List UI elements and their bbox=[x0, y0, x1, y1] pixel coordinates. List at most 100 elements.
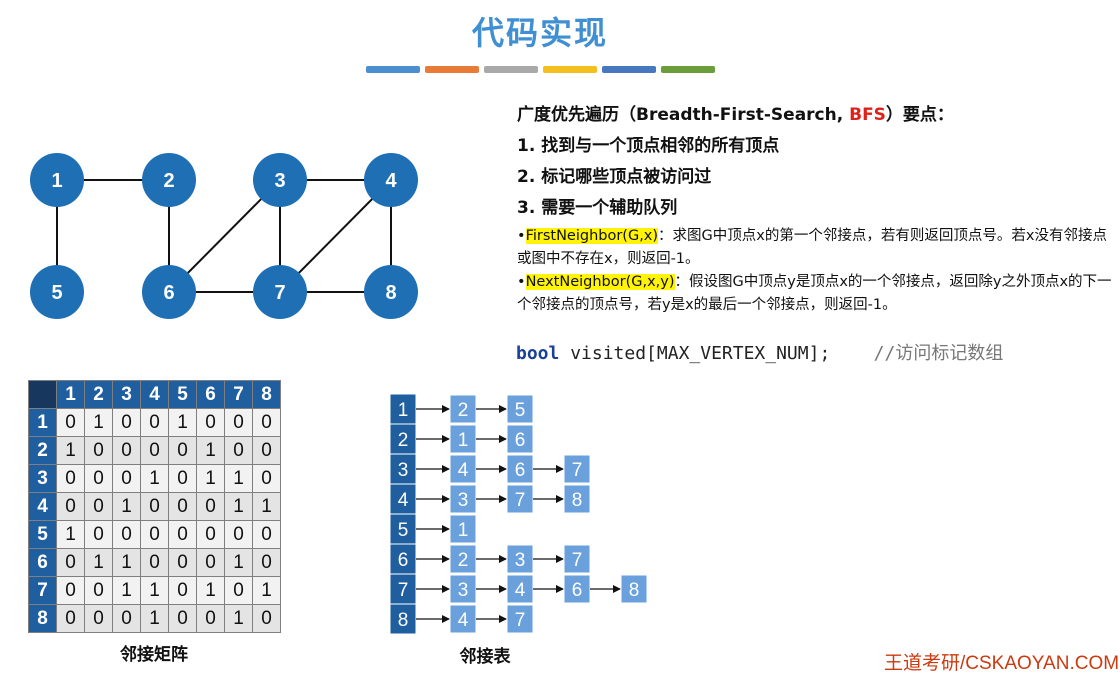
matrix-cell: 1 bbox=[168, 408, 197, 437]
bfs-abbrev: BFS bbox=[849, 105, 886, 125]
matrix-cell: 0 bbox=[252, 408, 281, 437]
matrix-cell: 0 bbox=[224, 436, 253, 465]
matrix-col-header: 5 bbox=[168, 380, 197, 409]
matrix-cell: 0 bbox=[168, 604, 197, 633]
matrix-col-header: 6 bbox=[196, 380, 225, 409]
matrix-cell: 0 bbox=[168, 520, 197, 549]
matrix-cell: 1 bbox=[140, 604, 169, 633]
matrix-cell: 0 bbox=[112, 520, 141, 549]
adjlist-head-label: 6 bbox=[398, 550, 409, 571]
matrix-cell: 1 bbox=[224, 464, 253, 493]
matrix-cell: 0 bbox=[252, 520, 281, 549]
matrix-cell: 0 bbox=[84, 464, 113, 493]
matrix-cell: 0 bbox=[56, 576, 85, 605]
matrix-cell: 1 bbox=[224, 548, 253, 577]
matrix-row-header: 4 bbox=[28, 492, 57, 521]
matrix-caption: 邻接矩阵 bbox=[120, 645, 188, 665]
matrix-cell: 0 bbox=[196, 604, 225, 633]
graph-node-7 bbox=[253, 265, 307, 319]
matrix-cell: 0 bbox=[56, 548, 85, 577]
adjlist-node-label: 3 bbox=[458, 490, 469, 511]
matrix-col-header: 4 bbox=[140, 380, 169, 409]
next-neighbor-text: ：假设图G中顶点y是顶点x的一个邻接点，返回除y之外顶点x的下一个邻接点的顶点号… bbox=[517, 274, 1112, 313]
adjlist-node-label: 3 bbox=[458, 580, 469, 601]
matrix-cell: 1 bbox=[84, 548, 113, 577]
matrix-cell: 0 bbox=[140, 548, 169, 577]
matrix-cell: 1 bbox=[196, 464, 225, 493]
matrix-cell: 0 bbox=[168, 548, 197, 577]
adjlist-node-5-1 bbox=[449, 514, 477, 544]
matrix-cell: 0 bbox=[196, 548, 225, 577]
graph-node-label: 4 bbox=[385, 170, 397, 192]
next-neighbor-desc: •NextNeighbor(G,x,y)：假设图G中顶点y是顶点x的一个邻接点，… bbox=[517, 271, 1117, 317]
code-gap bbox=[830, 343, 873, 364]
graph-node-label: 7 bbox=[274, 282, 285, 304]
color-bar-2 bbox=[425, 66, 479, 73]
matrix-cell: 1 bbox=[56, 520, 85, 549]
adjlist-head-label: 2 bbox=[398, 430, 409, 451]
matrix-cell: 0 bbox=[112, 436, 141, 465]
matrix-cell: 1 bbox=[224, 492, 253, 521]
bullet: • bbox=[517, 228, 526, 244]
adjlist-node-7-3 bbox=[449, 574, 477, 604]
matrix-cell: 0 bbox=[168, 576, 197, 605]
matrix-row-header: 7 bbox=[28, 576, 57, 605]
graph-node-8 bbox=[364, 265, 418, 319]
graph-node-2 bbox=[142, 153, 196, 207]
matrix-row-header: 2 bbox=[28, 436, 57, 465]
matrix-row-header: 3 bbox=[28, 464, 57, 493]
graph-node-label: 6 bbox=[163, 282, 174, 304]
matrix-cell: 1 bbox=[140, 464, 169, 493]
adjlist-node-label: 1 bbox=[458, 520, 469, 541]
adjlist-head-label: 1 bbox=[398, 400, 409, 421]
adjlist-node-3-7 bbox=[563, 454, 591, 484]
matrix-cell: 0 bbox=[252, 464, 281, 493]
adjlist-head-7 bbox=[389, 573, 417, 605]
adjlist-node-label: 7 bbox=[515, 490, 526, 511]
adjlist-head-2 bbox=[389, 423, 417, 455]
adjlist-head-label: 3 bbox=[398, 460, 409, 481]
matrix-cell: 1 bbox=[224, 604, 253, 633]
matrix-cell: 0 bbox=[140, 492, 169, 521]
adjlist-node-label: 3 bbox=[515, 550, 526, 571]
adjlist-node-label: 4 bbox=[515, 580, 526, 601]
matrix-cell: 0 bbox=[56, 464, 85, 493]
bfs-heading-prefix: 广度优先遍历（Breadth-First-Search, bbox=[517, 105, 850, 125]
matrix-cell: 0 bbox=[168, 436, 197, 465]
graph-node-label: 3 bbox=[274, 170, 285, 192]
matrix-cell: 0 bbox=[84, 492, 113, 521]
matrix-row-header: 6 bbox=[28, 548, 57, 577]
adjlist-node-label: 4 bbox=[458, 610, 469, 631]
matrix-cell: 1 bbox=[56, 436, 85, 465]
matrix-cell: 1 bbox=[196, 436, 225, 465]
adjlist-node-2-6 bbox=[506, 424, 534, 454]
footer-brand: 王道考研/CSKAOYAN.COM bbox=[884, 653, 1120, 674]
graph-node-label: 2 bbox=[163, 170, 174, 192]
adjlist-node-7-8 bbox=[620, 574, 648, 604]
matrix-cell: 0 bbox=[112, 604, 141, 633]
function-descriptions: •FirstNeighbor(G,x)：求图G中顶点x的第一个邻接点，若有则返回… bbox=[517, 225, 1117, 317]
adjlist-node-4-8 bbox=[563, 484, 591, 514]
matrix-col-header: 2 bbox=[84, 380, 113, 409]
matrix-cell: 0 bbox=[224, 408, 253, 437]
color-bar-4 bbox=[543, 66, 597, 73]
graph-node-label: 5 bbox=[51, 282, 62, 304]
adjlist-node-8-7 bbox=[506, 604, 534, 634]
key-point-2: 2. 标记哪些顶点被访问过 bbox=[517, 167, 712, 187]
adjlist-head-label: 8 bbox=[398, 610, 409, 631]
matrix-cell: 0 bbox=[84, 604, 113, 633]
adjlist-node-3-6 bbox=[506, 454, 534, 484]
code-line: bool visited[MAX_VERTEX_NUM]; //访问标记数组 bbox=[516, 339, 1003, 365]
adjlist-node-label: 7 bbox=[515, 610, 526, 631]
matrix-cell: 0 bbox=[224, 576, 253, 605]
adjlist-node-label: 7 bbox=[572, 550, 583, 571]
matrix-cell: 0 bbox=[56, 408, 85, 437]
code-comment: //访问标记数组 bbox=[873, 343, 1004, 364]
